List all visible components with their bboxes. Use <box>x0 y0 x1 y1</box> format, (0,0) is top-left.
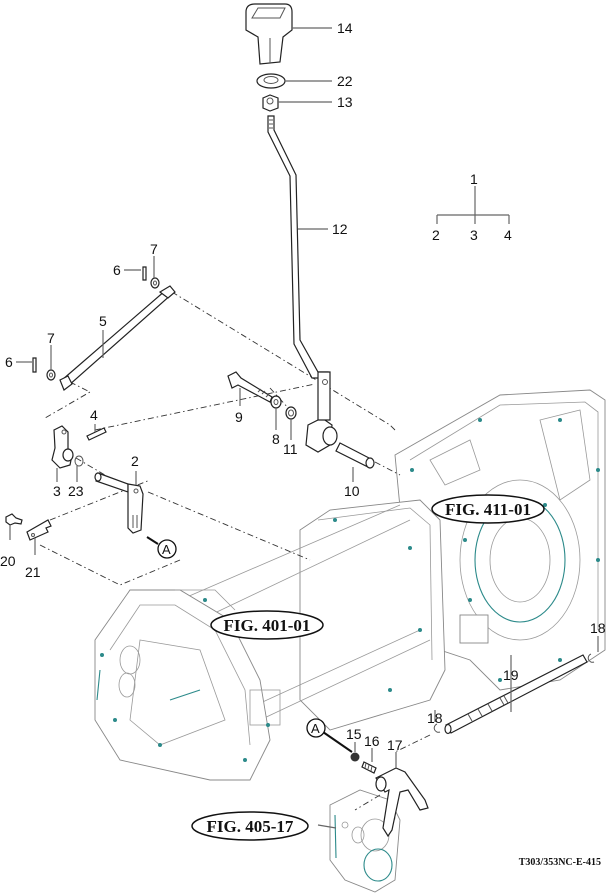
callout-23: 23 <box>68 483 84 499</box>
callout-16: 16 <box>364 733 380 749</box>
callout-17: 17 <box>387 737 403 753</box>
connector-a-upper-label: A <box>162 542 171 557</box>
callout-18-lower: 18 <box>427 710 443 726</box>
part-22-washer[interactable] <box>256 73 286 89</box>
fig-ref-405-17-label[interactable]: FIG. 405-17 <box>207 817 294 836</box>
connector-a-upper: A <box>157 539 177 559</box>
part-23-o-ring[interactable] <box>74 455 84 467</box>
part-8-washer[interactable] <box>270 395 282 409</box>
fig-ref-411-01-label[interactable]: FIG. 411-01 <box>445 500 531 519</box>
callout-18-upper: 18 <box>590 620 606 636</box>
part-6-cotter-pin-upper[interactable] <box>142 266 147 281</box>
part-3-arm[interactable] <box>51 425 74 469</box>
side-cover-plate <box>329 789 401 893</box>
fig-ref-405-17[interactable]: FIG. 405-17 <box>191 811 309 841</box>
part-21-plate[interactable] <box>26 519 52 541</box>
part-7-washer-lower[interactable] <box>46 369 56 381</box>
part-7-washer-upper[interactable] <box>150 277 160 289</box>
callout-6-upper: 6 <box>113 262 121 278</box>
callout-8: 8 <box>272 431 280 447</box>
part-20-bolt[interactable] <box>5 513 23 526</box>
callout-19: 19 <box>503 667 519 683</box>
callout-11: 11 <box>283 441 298 457</box>
part-10-pin[interactable] <box>335 442 375 469</box>
connector-a-lower-label: A <box>311 721 320 736</box>
part-6-cotter-pin-lower[interactable] <box>32 357 37 373</box>
callout-5: 5 <box>99 313 107 329</box>
drawing-code: T303/353NC-E-415 <box>519 857 601 868</box>
callout-2-tree: 2 <box>432 227 440 243</box>
callout-14: 14 <box>337 20 353 36</box>
transmission-housing-rear <box>394 389 606 691</box>
fig-ref-401-01-label[interactable]: FIG. 401-01 <box>224 616 311 635</box>
part-16-spring[interactable] <box>361 761 377 774</box>
part-11-washer[interactable] <box>285 406 297 420</box>
callout-2: 2 <box>131 453 139 469</box>
part-19-shift-rod[interactable] <box>444 654 588 735</box>
part-18-snap-ring-lower[interactable] <box>433 723 441 733</box>
callout-4-tree: 4 <box>504 227 512 243</box>
callout-3-tree: 3 <box>470 227 478 243</box>
part-5-rod[interactable] <box>59 285 176 391</box>
callout-22: 22 <box>337 73 353 89</box>
part-2-shift-shaft[interactable] <box>94 472 144 534</box>
part-12-shift-lever[interactable] <box>267 115 338 453</box>
part-13-nut[interactable] <box>262 94 279 112</box>
transmission-housing-front <box>94 589 281 781</box>
callout-10: 10 <box>344 483 360 499</box>
connector-a-lower: A <box>306 718 326 738</box>
leader-lines <box>9 27 599 829</box>
callout-21: 21 <box>25 564 41 580</box>
part-17-shift-fork[interactable] <box>375 767 429 838</box>
callout-13: 13 <box>337 94 353 110</box>
transmission-housing-center <box>179 499 446 731</box>
callout-7-upper: 7 <box>150 241 158 257</box>
callout-labels: 14 22 13 12 1 2 3 4 7 6 5 7 6 4 3 23 2 9… <box>0 20 606 753</box>
callout-3: 3 <box>53 483 61 499</box>
callout-4: 4 <box>90 407 98 423</box>
part-14-shift-knob[interactable] <box>245 3 293 65</box>
callout-6-lower: 6 <box>5 354 13 370</box>
fig-ref-411-01[interactable]: FIG. 411-01 <box>431 494 545 524</box>
callout-1: 1 <box>470 171 478 187</box>
callout-12: 12 <box>332 221 348 237</box>
part-15-ball[interactable] <box>350 752 360 762</box>
callout-20: 20 <box>0 553 16 569</box>
callout-15: 15 <box>346 726 362 742</box>
callout-9: 9 <box>235 409 243 425</box>
part-4-pin[interactable] <box>86 427 107 441</box>
callout-7-lower: 7 <box>47 330 55 346</box>
fig-ref-401-01[interactable]: FIG. 401-01 <box>210 610 324 640</box>
part-18-snap-ring-upper[interactable] <box>587 653 595 663</box>
